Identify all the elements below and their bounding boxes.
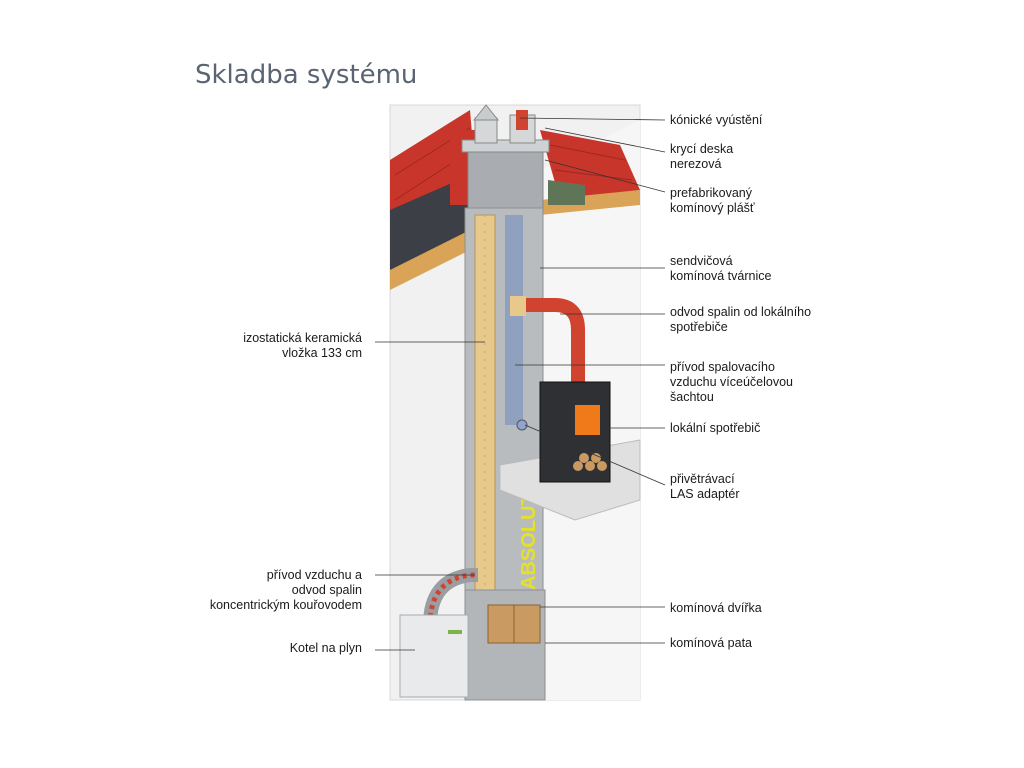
stove-fire (575, 405, 600, 435)
roof-insulation (548, 180, 585, 205)
label-prefab-casing: prefabrikovaný komínový plášť (670, 186, 755, 215)
firewood (573, 453, 607, 471)
label-chimney-door: komínová dvířka (670, 601, 762, 615)
label-chimney-base: komínová pata (670, 636, 752, 650)
las-adapter (516, 419, 528, 431)
conical-outlet-left (472, 104, 500, 121)
roof-board-right (540, 190, 640, 215)
prefab-casing (467, 149, 544, 209)
gas-boiler (399, 614, 469, 698)
flue-connector (510, 296, 526, 316)
label-sandwich-block: sendvičová komínová tvárnice (670, 254, 772, 283)
label-concentric-flue: přívod vzduchu a odvod spalin koncentric… (209, 568, 362, 612)
label-las-adapter: přivětrávací LAS adaptér (670, 472, 740, 501)
air-shaft (505, 215, 523, 425)
brand-text: ABSOLUT (518, 493, 540, 590)
label-gas-boiler: Kotel na plyn (289, 641, 362, 655)
outlet-pipe-left (474, 117, 498, 144)
leader-lines (375, 117, 666, 651)
roof-board (390, 225, 480, 290)
label-flue-outlet: odvod spalin od lokálního spotřebiče (670, 305, 812, 334)
label-local-appliance: lokální spotřebič (670, 421, 761, 435)
label-conical-outlet: kónické vyústění (670, 113, 763, 127)
label-cover-plate: krycí deska nerezová (670, 142, 734, 171)
page-title: Skladba systému (195, 60, 418, 90)
label-ceramic-liner: izostatická keramická vložka 133 cm (243, 331, 362, 360)
label-air-supply-shaft: přívod spalovacího vzduchu víceúčelovou … (670, 360, 793, 404)
outlet-pipe-red (516, 110, 528, 130)
flue-pipe (515, 298, 585, 385)
